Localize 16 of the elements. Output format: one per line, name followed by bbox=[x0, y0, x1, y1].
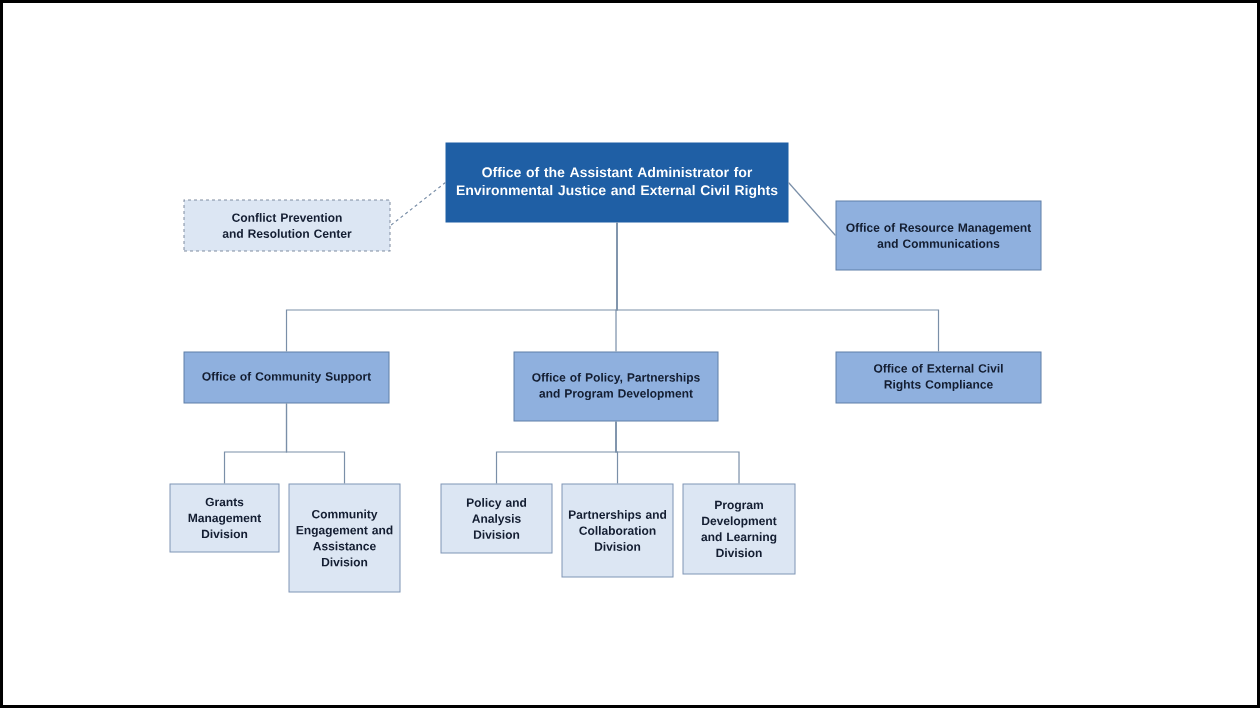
division-box: Policy and Analysis Division bbox=[440, 483, 553, 554]
division-box: Program Development and Learning Division bbox=[682, 483, 796, 575]
division-box: Partnerships and Collaboration Division bbox=[561, 483, 674, 578]
connector-line bbox=[285, 402, 346, 485]
office-box: Office of Policy, Partnerships and Program Development bbox=[513, 351, 719, 422]
office-box: Office of External Civil Rights Compliance bbox=[835, 351, 1042, 404]
connector-line bbox=[389, 181, 447, 227]
division-box: Grants Management Division bbox=[169, 483, 280, 553]
office-box: Office of Community Support bbox=[183, 351, 390, 404]
office-box: Conflict Prevention and Resolution Center bbox=[183, 199, 391, 252]
division-box: Community Engagement and Assistance Division bbox=[288, 483, 401, 593]
connector-line bbox=[615, 420, 740, 485]
connector-line bbox=[616, 221, 940, 353]
connector-line bbox=[787, 181, 837, 237]
office-box: Office of Resource Management and Communications bbox=[835, 200, 1042, 271]
office-box: Office of the Assistant Administrator for Environmental Justice and External Civil Rights bbox=[445, 142, 789, 223]
